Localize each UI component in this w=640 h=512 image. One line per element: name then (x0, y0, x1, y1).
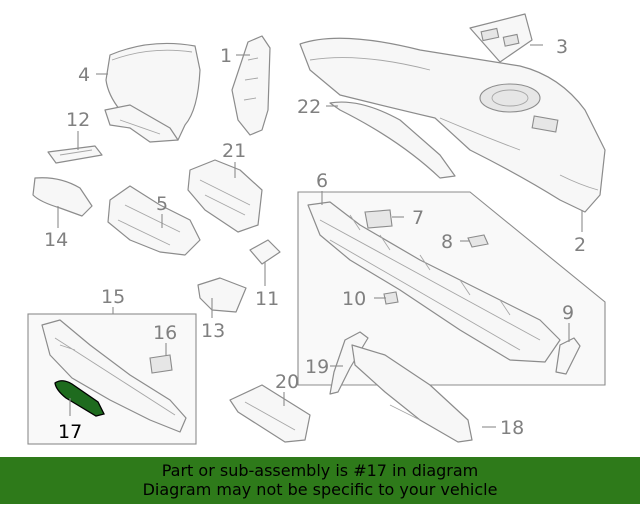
callout-13: 13 (201, 320, 225, 342)
callout-20: 20 (275, 371, 299, 393)
callout-3: 3 (556, 36, 568, 58)
part-1-bracket[interactable] (231, 35, 271, 136)
callout-10: 10 (342, 288, 366, 310)
info-banner: Part or sub-assembly is #17 in diagram D… (0, 457, 640, 504)
part-8-clip[interactable] (467, 234, 489, 248)
callout-16: 16 (153, 322, 177, 344)
part-6-crossmember[interactable] (307, 201, 561, 363)
callout-14: 14 (44, 229, 68, 251)
part-10-nut[interactable] (383, 291, 399, 305)
callout-4: 4 (78, 64, 90, 86)
callout-2: 2 (574, 234, 586, 256)
callout-21: 21 (222, 140, 246, 162)
callout-labels: 1 2 3 4 5 6 7 8 9 10 11 12 13 14 15 16 1… (44, 36, 586, 443)
callout-9: 9 (562, 302, 574, 324)
part-13-bracket[interactable] (197, 277, 247, 313)
part-17-highlighted-cover[interactable] (54, 380, 105, 417)
callout-7: 7 (412, 207, 424, 229)
callout-5: 5 (156, 193, 168, 215)
part-16-clip[interactable] (149, 354, 173, 374)
callout-6: 6 (316, 170, 328, 192)
callout-22: 22 (297, 96, 321, 118)
callout-18: 18 (500, 417, 524, 439)
banner-line-1: Part or sub-assembly is #17 in diagram (161, 461, 479, 480)
callout-8: 8 (441, 231, 453, 253)
exploded-parts-diagram: 1 2 3 4 5 6 7 8 9 10 11 12 13 14 15 16 1… (27, 13, 606, 445)
part-15-lower-panel[interactable] (41, 319, 187, 433)
callout-19: 19 (305, 356, 329, 378)
part-14-cover[interactable] (32, 177, 93, 217)
part-9-bracket[interactable] (555, 337, 581, 375)
banner-line-2: Diagram may not be specific to your vehi… (142, 480, 498, 499)
part-12-small-bracket[interactable] (47, 145, 103, 164)
part-18-side-panel[interactable] (351, 344, 473, 443)
callout-1: 1 (220, 45, 232, 67)
part-7-connector[interactable] (364, 209, 393, 229)
part-22-trim-strip[interactable] (329, 101, 456, 179)
part-5-center-bracket[interactable] (107, 185, 201, 256)
leader-lines (57, 44, 583, 428)
part-11-clip[interactable] (249, 239, 281, 265)
part-20-tray[interactable] (229, 384, 311, 443)
callout-17: 17 (58, 421, 82, 443)
part-3-switch-panel[interactable] (469, 13, 533, 63)
callout-15: 15 (101, 286, 125, 308)
part-21-duct[interactable] (187, 159, 263, 233)
part-2-instrument-panel[interactable] (299, 37, 606, 213)
callout-11: 11 (255, 288, 279, 310)
callout-12: 12 (66, 109, 90, 131)
part-4-cluster-hood[interactable] (104, 42, 201, 143)
